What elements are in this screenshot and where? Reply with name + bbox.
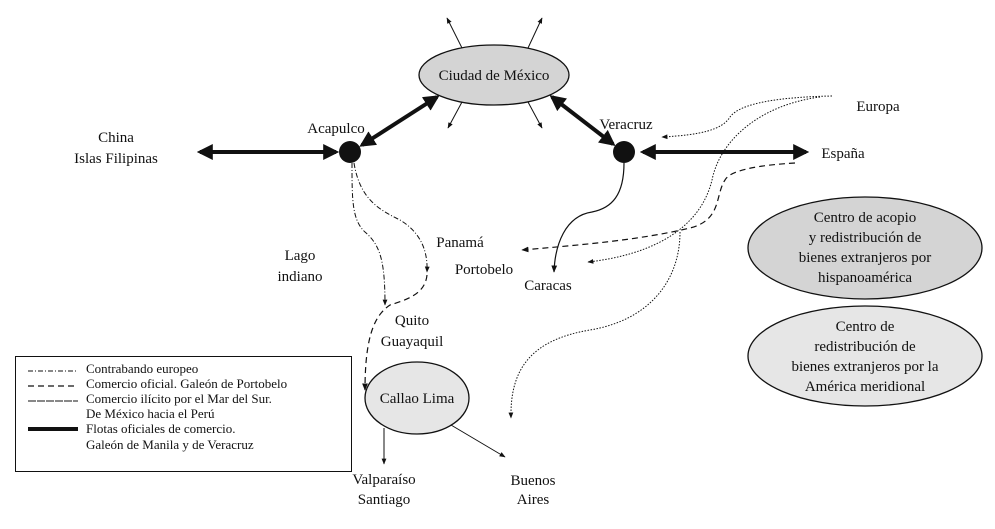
route-europa-veracruz-contraband [661,95,833,140]
ciudad-mexico-ellipse [418,44,570,106]
lago-label: Lago [285,248,316,264]
aires-label: Aires [517,492,550,508]
legend-swatch-mar-del-sur [28,400,78,402]
key-hub-secondary: Centro de redistribución de bienes extra… [747,305,983,407]
key-hub-secondary-ellipse [747,305,983,407]
arrow-small [447,101,463,129]
buenos-label: Buenos [511,473,556,489]
route-europa-portobelo-contraband [587,96,821,264]
route-espana-panama [521,162,796,253]
callao-lima-label: Callao Lima [380,391,455,407]
ciudad-mexico-label: Ciudad de México [439,68,550,84]
arrow-small [446,17,463,49]
legend-swatch-official-fleet [28,427,78,431]
route-veracruz-caracas [551,162,625,273]
legend-swatch-contraband [28,370,78,372]
caracas-label: Caracas [524,278,572,294]
key-hub-primary-line: Centro de acopio [814,210,916,226]
callao-lima-ellipse [364,361,470,435]
legend-label: Contrabando europeo [86,361,199,376]
route-callao-buenos-aires [450,424,506,458]
key-hub-primary-ellipse [747,196,983,300]
santiago-label: Santiago [358,492,411,508]
acapulco-node [339,141,361,163]
indiano-label: indiano [278,269,323,285]
key-hub-primary: Centro de acopio y redistribución de bie… [747,196,983,300]
quito-label: Quito [395,313,429,329]
key-hub-secondary-line: bienes extranjeros por la [791,359,938,375]
legend-label: Comercio oficial. Galeón de Portobelo [86,376,288,391]
key-hub-primary-line: y redistribución de [809,230,922,246]
acapulco-label: Acapulco [307,121,364,137]
key-hub-primary-line: bienes extranjeros por [799,250,931,266]
node-ciudad-mexico: Ciudad de México [418,17,570,129]
key-hub-secondary-line: Centro de [836,319,895,335]
route-acapulco-quito-illicit [351,162,388,306]
route-acapulco-panama-illicit [353,162,430,273]
panama-label: Panamá [436,235,484,251]
guayaquil-label: Guayaquil [381,334,443,350]
legend: Contrabando europeo Comercio oficial. Ga… [15,356,352,472]
china-label: China [98,130,134,146]
node-callao-lima: Callao Lima [364,361,506,465]
veracruz-node [613,141,635,163]
route-acapulco-mexico [359,95,440,147]
espana-label: España [821,146,865,162]
legend-label: Comercio ilícito por el Mar del Sur. [86,391,272,406]
legend-label: Flotas oficiales de comercio. [86,421,236,436]
legend-label: De México hacia el Perú [86,406,215,421]
portobelo-label: Portobelo [455,262,513,278]
islas-filipinas-label-2: Islas Filipinas [74,151,158,167]
arrow-small [527,17,543,49]
valparaiso-label: Valparaíso [352,472,415,488]
route-mexico-veracruz [549,95,616,146]
key-hub-secondary-line: redistribución de [814,339,916,355]
key-hub-secondary-line: América meridional [805,379,925,395]
europa-label: Europa [856,99,900,115]
key-hub-primary-line: hispanoamérica [818,270,912,286]
legend-label: Galeón de Manila y de Veracruz [86,437,254,452]
veracruz-label: Veracruz [599,117,653,133]
legend-swatch-portobelo [28,385,78,387]
route-europa-buenos-aires-contraband [508,231,681,419]
arrow-small [527,101,543,129]
route-portobelo-callao [362,274,428,391]
